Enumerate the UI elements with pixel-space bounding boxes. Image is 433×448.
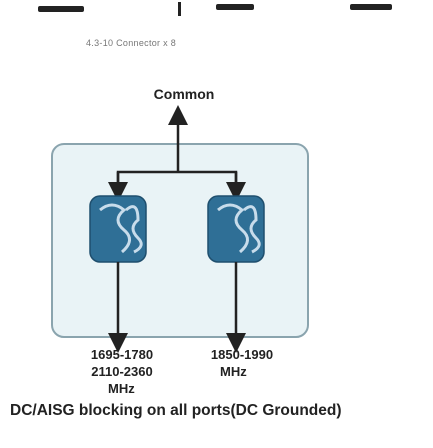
top-connector-fragment-mid-bar <box>216 4 254 10</box>
port-right-unit: MHz <box>220 364 247 379</box>
bandpass-filter-left <box>89 195 147 263</box>
port-right-range-1: 1850-1990 <box>210 347 274 362</box>
port-left-range-1: 1695-1780 <box>90 347 154 362</box>
connector-note: 4.3-10 Connector x 8 <box>86 38 177 48</box>
top-connector-fragment-right <box>350 4 392 10</box>
common-port-label: Common <box>153 86 215 102</box>
top-connector-fragment-left <box>38 6 84 12</box>
port-label-left: 1695-1780 2110-2360 MHz <box>82 346 162 397</box>
top-connector-fragment-mid <box>178 2 181 16</box>
port-left-unit: MHz <box>108 381 135 396</box>
bandpass-filter-right <box>207 195 265 263</box>
port-left-range-2: 2110-2360 <box>91 364 153 379</box>
port-label-right: 1850-1990 MHz <box>202 346 282 380</box>
diagram-caption: DC/AISG blocking on all ports(DC Grounde… <box>10 402 342 419</box>
